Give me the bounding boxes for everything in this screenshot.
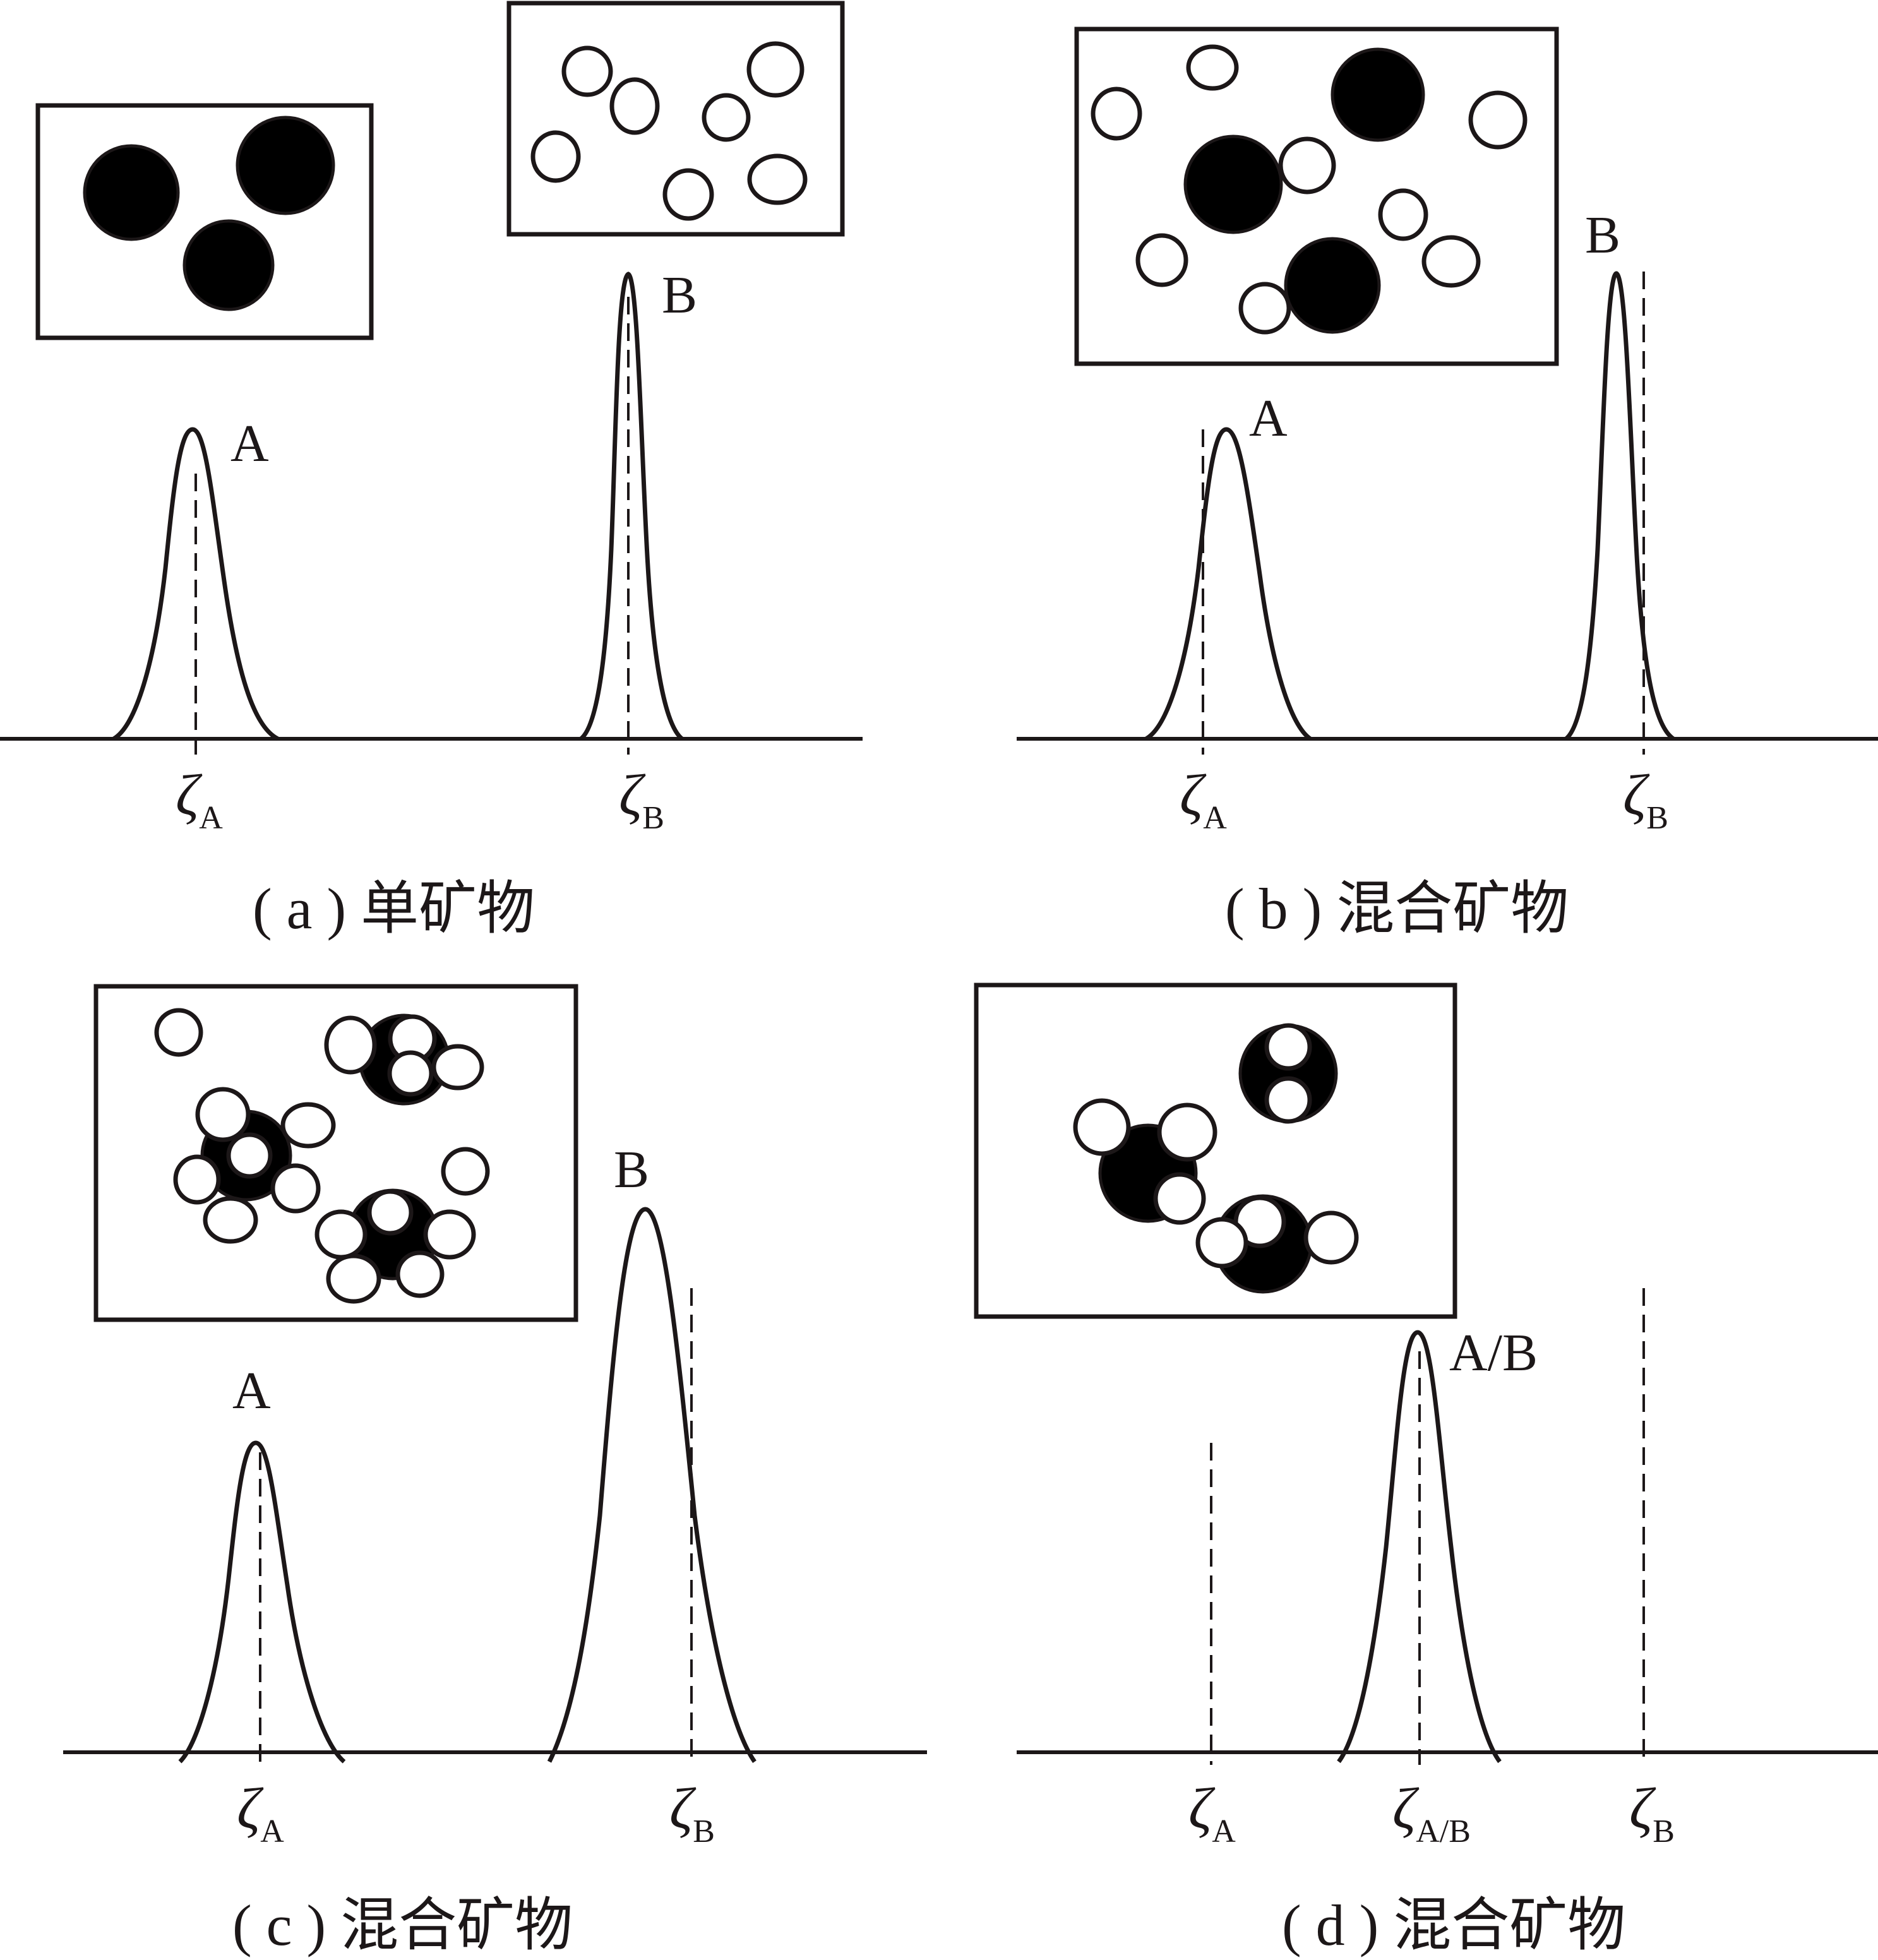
particle-white (1421, 235, 1481, 288)
zeta-label-B: ζB (1623, 763, 1668, 836)
panel-c: A B ζA ζB ( c ) 混合矿物 (63, 984, 927, 1957)
particle-white (1091, 87, 1142, 141)
particle-white (747, 153, 808, 205)
particle-white (367, 1189, 414, 1236)
particle-black (1284, 237, 1381, 334)
particle-white (326, 1253, 381, 1304)
particle-white (1468, 90, 1528, 150)
zeta-label-B: ζB (669, 1776, 715, 1849)
particle-white (561, 45, 613, 97)
panel-a: A B ζA ζB ( a ) 单矿物 (0, 1, 863, 941)
particle-white (1264, 1023, 1312, 1071)
peak-label-B: B (614, 1140, 649, 1199)
particle-white (1153, 1172, 1206, 1225)
particle-box-a2 (506, 1, 845, 237)
particle-white (702, 93, 751, 142)
peak-curve-a-B (579, 272, 684, 741)
particle-black (83, 144, 180, 241)
particle-white (1135, 233, 1188, 287)
caption-a: ( a ) 单矿物 (253, 876, 535, 941)
particle-white (530, 130, 581, 183)
peak-curve-c-A (178, 1440, 346, 1764)
particles-c-white (154, 1008, 490, 1304)
particle-white (441, 1147, 490, 1196)
particle-black (236, 116, 335, 215)
peak-curve-a-A (112, 427, 279, 741)
particle-white (609, 77, 660, 135)
particle-white (662, 168, 714, 221)
particles-a1 (83, 116, 335, 311)
particle-white (1073, 1098, 1131, 1156)
particle-black (1183, 134, 1283, 234)
zeta-label-A: ζA (1180, 763, 1227, 836)
particle-white (1303, 1210, 1359, 1265)
peak-label-B: B (1585, 206, 1620, 265)
particle-white (1195, 1217, 1248, 1269)
zeta-label-B: ζB (1629, 1776, 1675, 1849)
particle-black (182, 219, 275, 311)
peak-label-AB: A/B (1449, 1324, 1538, 1382)
peak-curve-d-AB (1337, 1330, 1502, 1764)
particle-white (423, 1209, 476, 1260)
particle-black (1331, 47, 1425, 142)
zeta-label-A: ζA (237, 1776, 284, 1849)
particle-white (746, 41, 804, 98)
panel-d: A/B ζA ζA/B ζB ( d ) 混合矿物 (974, 983, 1878, 1957)
peak-label-B: B (662, 266, 697, 325)
zeta-label-A: ζA (1188, 1776, 1236, 1849)
peak-curve-c-B (547, 1207, 757, 1764)
particle-white (1186, 44, 1239, 91)
peak-label-A: A (1249, 389, 1288, 448)
caption-d: ( d ) 混合矿物 (1282, 1893, 1625, 1957)
particle-white (314, 1209, 368, 1260)
particle-white (226, 1132, 273, 1179)
caption-b: ( b ) 混合矿物 (1225, 876, 1569, 941)
peak-curve-b-A (1145, 427, 1312, 741)
particle-white (154, 1008, 203, 1057)
particle-box-d (974, 983, 1457, 1319)
peak-label-A: A (232, 1361, 271, 1420)
particles-d-white (1073, 1023, 1359, 1269)
particle-white (431, 1044, 484, 1091)
zeta-label-AB: ζA/B (1392, 1776, 1471, 1849)
particle-white (270, 1163, 321, 1214)
particle-box-c (93, 984, 578, 1322)
particles-b-black (1183, 47, 1425, 334)
panel-b: A B ζA ζB ( b ) 混合矿物 (1017, 27, 1878, 941)
particle-box-b (1074, 27, 1559, 366)
particle-white (1378, 188, 1428, 241)
particle-white (203, 1196, 258, 1244)
particle-white (1264, 1076, 1312, 1124)
zeta-label-B: ζB (619, 763, 664, 836)
particle-white (1238, 282, 1291, 335)
zeta-label-A: ζA (176, 763, 223, 836)
particle-white (173, 1154, 221, 1205)
particles-a2 (530, 41, 808, 221)
caption-c: ( c ) 混合矿物 (232, 1893, 573, 1957)
particle-white (395, 1250, 445, 1298)
particle-white (1157, 1102, 1217, 1162)
peak-label-A: A (230, 414, 269, 473)
particle-white (1278, 136, 1336, 194)
particle-white (387, 1050, 434, 1097)
particle-white (195, 1087, 251, 1142)
particles-b-white (1091, 44, 1528, 335)
peak-curve-b-B (1564, 271, 1675, 741)
particle-white (324, 1015, 377, 1075)
particle-white (280, 1102, 336, 1149)
particle-box-a1 (35, 103, 374, 340)
